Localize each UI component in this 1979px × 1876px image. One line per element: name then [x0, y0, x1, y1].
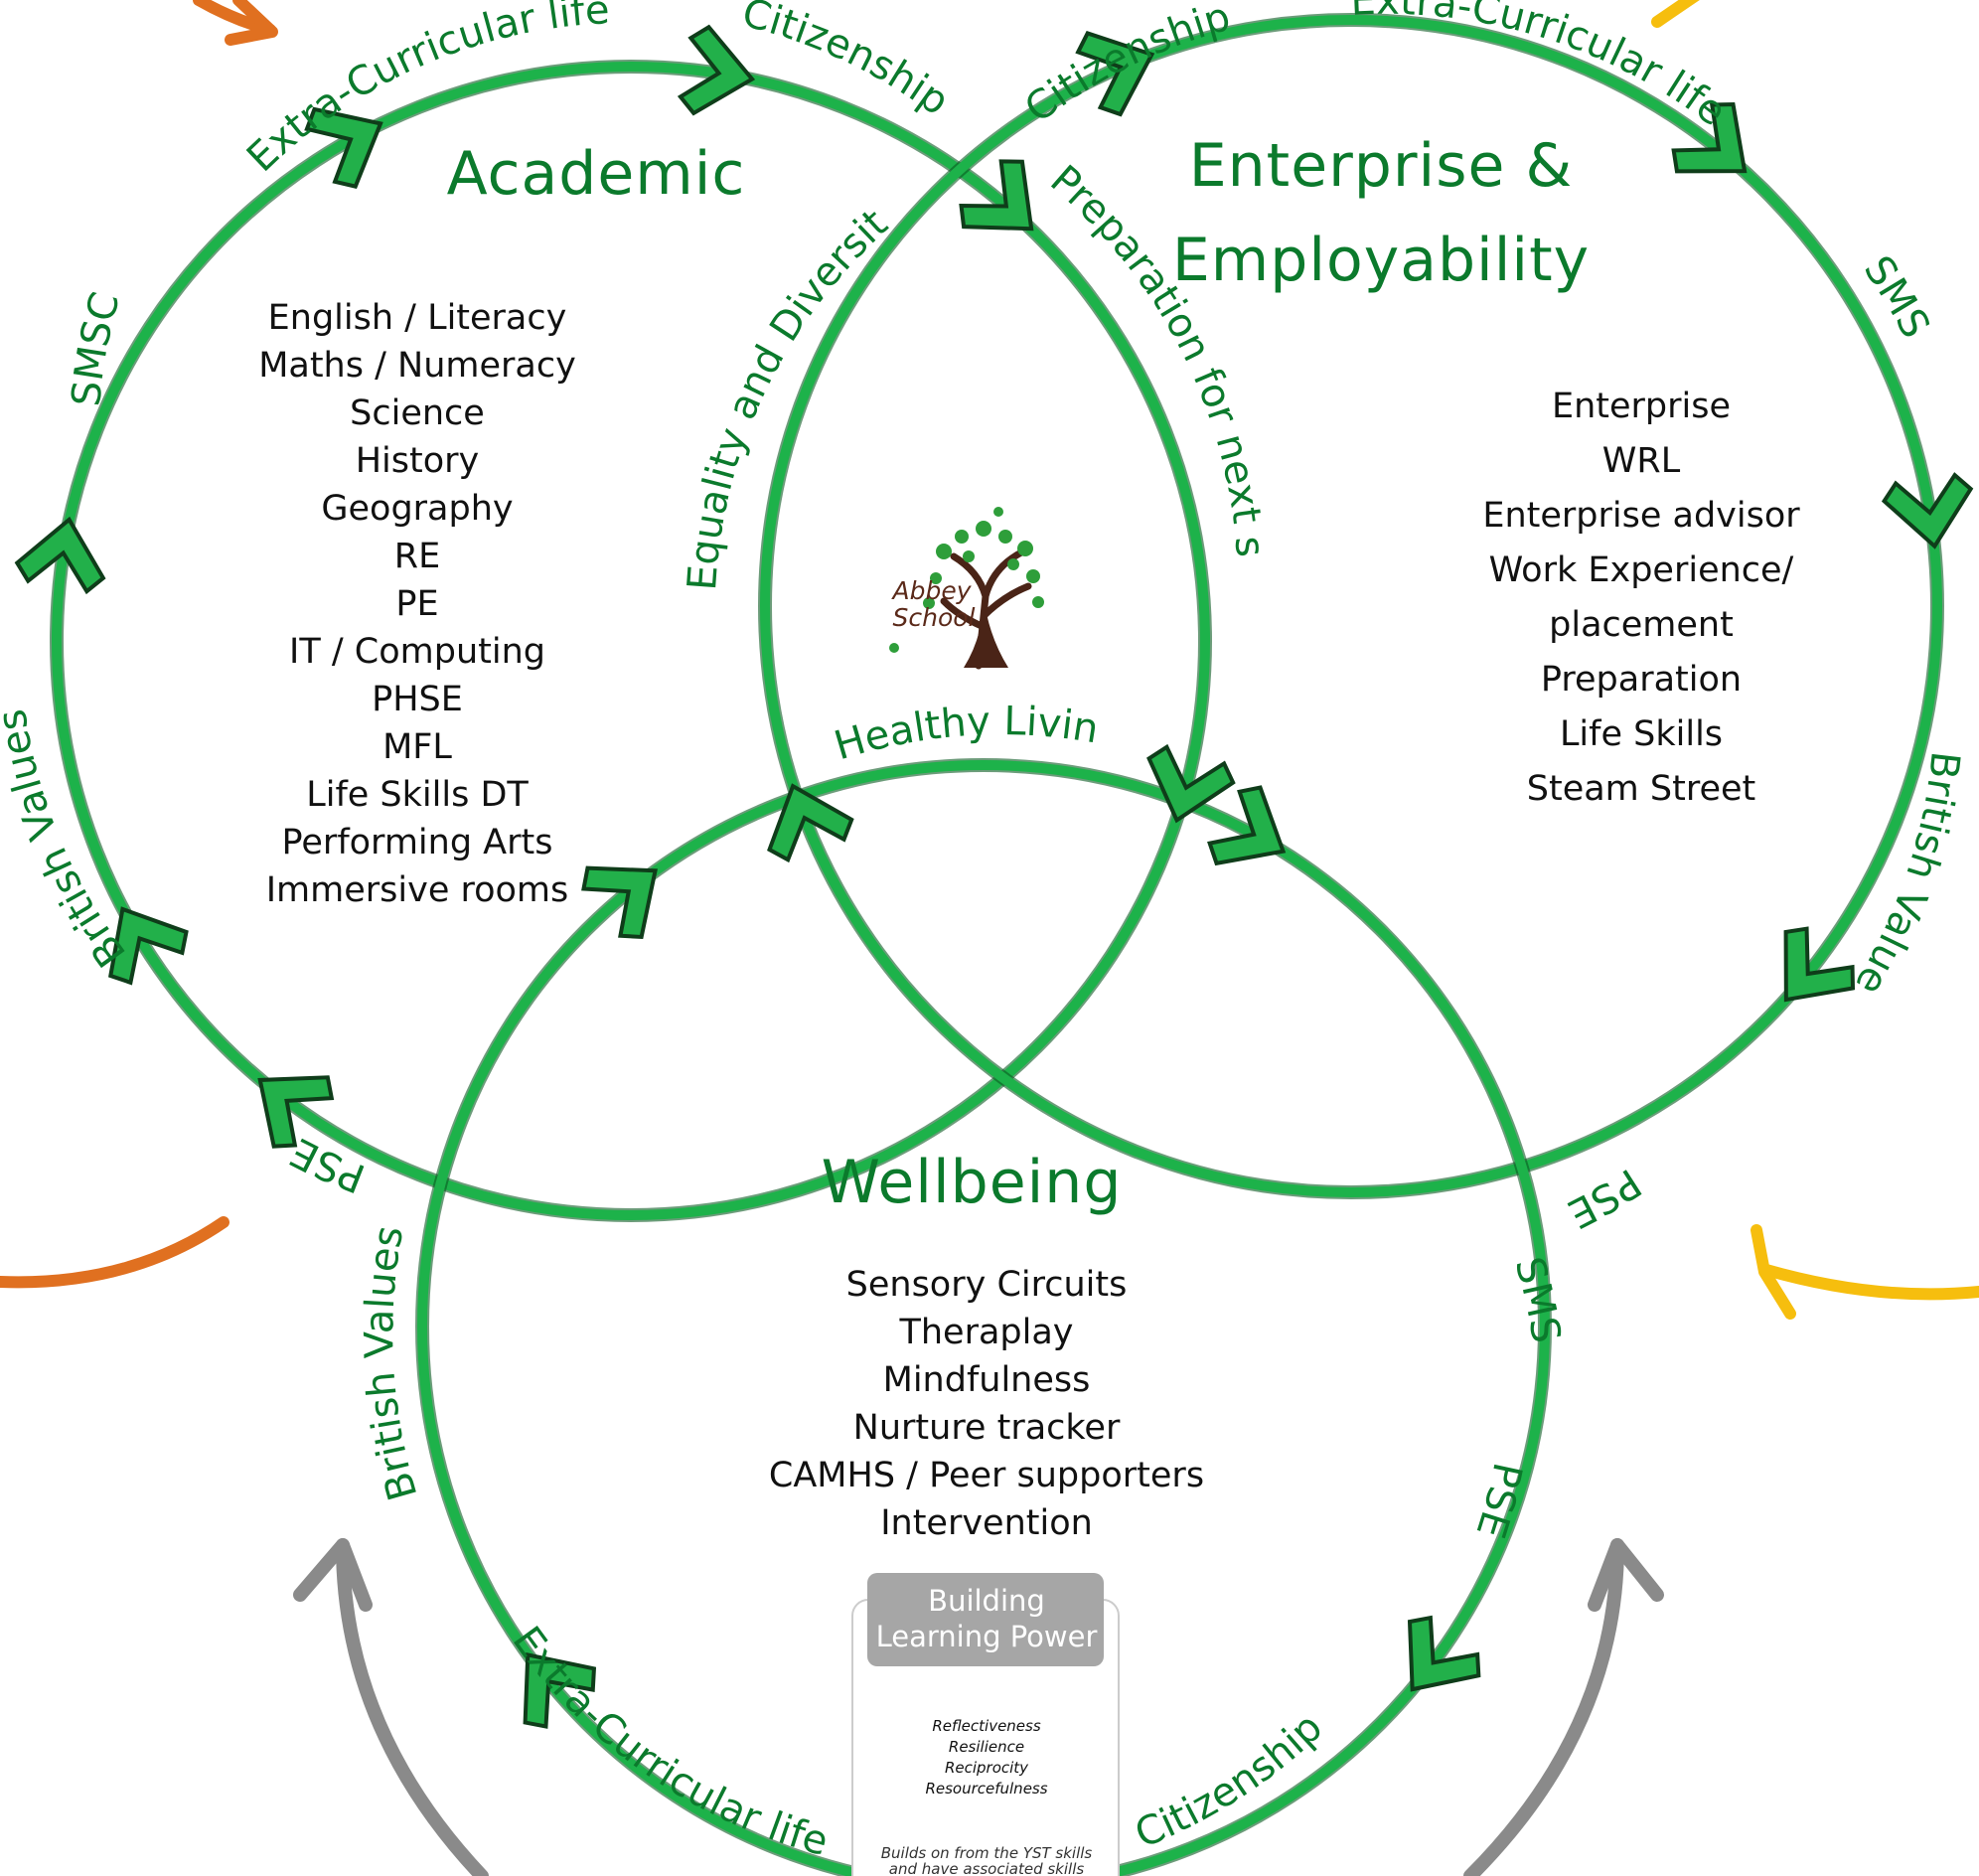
enterprise-title-line1: Enterprise &: [1189, 131, 1574, 201]
wellbeing-arc-label-smsc: SMSC: [0, 0, 1569, 1346]
wellbeing-ring: [415, 758, 1552, 1876]
chevron-arrow-icon: [1671, 101, 1748, 174]
list-item: CAMHS / Peer supporters: [769, 1456, 1204, 1495]
wellbeing-arc-label-british-values: British Values: [357, 1222, 426, 1505]
list-item: Theraplay: [898, 1313, 1073, 1352]
wellbeing-arc-label-pse: PSE: [1467, 1459, 1531, 1543]
enterprise-arc-label-pse: PSE: [1561, 1160, 1649, 1237]
blp-title-line1: Building: [928, 1584, 1045, 1618]
orange-arrow-top-head: [225, 0, 278, 46]
list-item: Enterprise advisor: [1482, 496, 1800, 536]
list-item: PE: [395, 584, 438, 624]
wellbeing-list: Sensory Circuits Theraplay Mindfulness N…: [769, 1265, 1204, 1543]
blp-note-line2: and have associated skills: [889, 1860, 1085, 1876]
chevron-arrow-icon: [1783, 926, 1856, 1003]
list-item: PHSE: [372, 680, 463, 719]
blp-title-line2: Learning Power: [876, 1620, 1098, 1653]
building-learning-power-card: Building Learning Power Reflectiveness R…: [851, 1573, 1120, 1876]
list-item: Enterprise: [1552, 387, 1731, 426]
chevron-arrow-icon: [14, 516, 106, 595]
gray-arrow-left-head: [293, 1538, 373, 1612]
gray-arrow-right-head: [1588, 1538, 1664, 1612]
list-item: Nurture tracker: [853, 1408, 1121, 1448]
blp-item: Resourcefulness: [925, 1780, 1047, 1798]
academic-title: Academic: [447, 139, 746, 209]
list-item: MFL: [382, 727, 452, 767]
list-item: Work Experience/: [1489, 550, 1794, 590]
list-item: Sensory Circuits: [846, 1265, 1128, 1305]
list-item: Steam Street: [1527, 769, 1756, 809]
orange-arrow-bottom: [0, 1216, 229, 1289]
chevron-arrow-icon: [523, 1652, 597, 1729]
wellbeing-title: Wellbeing: [822, 1148, 1123, 1217]
chevron-arrow-icon: [108, 906, 189, 986]
chevron-arrow-icon: [677, 24, 756, 116]
logo-text-abbey: Abbey: [890, 576, 972, 605]
logo-text-school: School: [893, 603, 976, 632]
list-item: Immersive rooms: [266, 870, 569, 910]
list-item: RE: [394, 537, 440, 576]
blp-item: Reflectiveness: [932, 1717, 1041, 1735]
chevron-arrow-icon: [1075, 31, 1155, 117]
chevron-arrow-icon: [257, 1075, 335, 1149]
gray-arrow-left: [336, 1538, 489, 1876]
enterprise-list: Enterprise WRL Enterprise advisor Work E…: [1482, 387, 1800, 809]
chevron-arrow-icon: [581, 865, 658, 940]
yellow-arrow-top: [1651, 0, 1700, 28]
list-item: English / Literacy: [268, 298, 567, 338]
list-item: Mindfulness: [883, 1360, 1091, 1400]
chevron-arrow-icon: [1146, 743, 1236, 824]
gray-arrow-right: [1463, 1538, 1624, 1876]
ring-arrows: [14, 24, 1974, 1729]
blp-item: Reciprocity: [945, 1759, 1029, 1777]
chevron-arrow-icon: [1407, 1615, 1481, 1692]
enterprise-arc-label-citizenship: Citizenship: [1016, 0, 1235, 132]
yellow-arrow-bottom-head: [1751, 1224, 1796, 1320]
enterprise-title-line2: Employability: [1172, 226, 1590, 295]
list-item: WRL: [1602, 441, 1681, 481]
chevron-arrow-icon: [959, 159, 1034, 232]
yellow-arrow-bottom: [1760, 1264, 1979, 1301]
list-item: Science: [350, 393, 485, 433]
list-item: Performing Arts: [282, 823, 553, 862]
wellbeing-arc-label-extra-curricular: Extra-Curricular life: [504, 1619, 834, 1865]
enterprise-ring: [758, 13, 1944, 1199]
list-item: IT / Computing: [289, 632, 545, 672]
list-item: Maths / Numeracy: [258, 346, 576, 386]
chevron-arrow-icon: [304, 106, 383, 189]
list-item: Intervention: [880, 1503, 1093, 1543]
blp-item: Resilience: [949, 1738, 1024, 1756]
list-item: placement: [1549, 605, 1734, 645]
abbey-school-logo: Abbey School: [889, 507, 1044, 670]
chevron-arrow-icon: [1207, 785, 1287, 866]
list-item: Life Skills DT: [306, 775, 529, 815]
list-item: Geography: [321, 489, 513, 529]
list-item: Life Skills: [1560, 714, 1723, 754]
list-item: Preparation: [1541, 660, 1742, 700]
blp-note-line1: Builds on from the YST skills: [881, 1844, 1093, 1862]
chevron-arrow-icon: [1881, 472, 1974, 549]
academic-ring: [50, 60, 1212, 1222]
list-item: History: [356, 441, 480, 481]
academic-list: English / Literacy Maths / Numeracy Scie…: [258, 298, 576, 910]
chevron-arrow-icon: [767, 783, 854, 863]
